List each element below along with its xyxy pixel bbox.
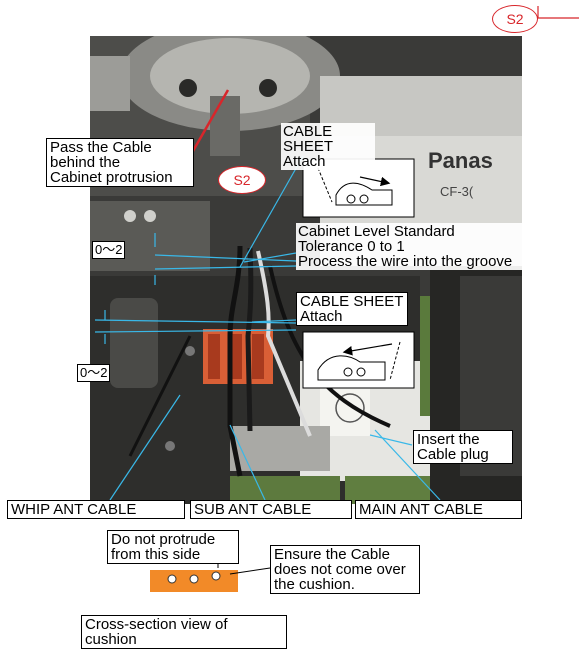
photo-brand-text: Panas bbox=[428, 148, 493, 174]
ensure-cable-label: Ensure the Cable does not come over the … bbox=[270, 545, 420, 594]
cabinet-level-label: Cabinet Level Standard Tolerance 0 to 1 … bbox=[296, 223, 578, 270]
cable-sheet-top-label: CABLE SHEET Attach bbox=[281, 123, 375, 170]
do-not-protrude-label: Do not protrude from this side bbox=[107, 530, 239, 564]
sub-ant-label: SUB ANT CABLE bbox=[190, 500, 352, 519]
tolerance-top-label: 0～2 bbox=[92, 241, 125, 259]
s2-top-bracket bbox=[538, 6, 579, 18]
s2-marker-mid: S2 bbox=[218, 166, 266, 194]
whip-ant-label: WHIP ANT CABLE bbox=[7, 500, 185, 519]
photo-model-text: CF-3( bbox=[440, 184, 473, 199]
insert-plug-label: Insert the Cable plug bbox=[413, 430, 513, 464]
s2-marker-top: S2 bbox=[492, 5, 538, 33]
cross-section-label: Cross-section view of cushion bbox=[81, 615, 287, 649]
cable-sheet-mid-label: CABLE SHEET Attach bbox=[296, 292, 408, 326]
pass-cable-label: Pass the Cable behind the Cabinet protru… bbox=[46, 138, 194, 187]
tolerance-bottom-label: 0～2 bbox=[77, 364, 110, 382]
main-ant-label: MAIN ANT CABLE bbox=[355, 500, 522, 519]
